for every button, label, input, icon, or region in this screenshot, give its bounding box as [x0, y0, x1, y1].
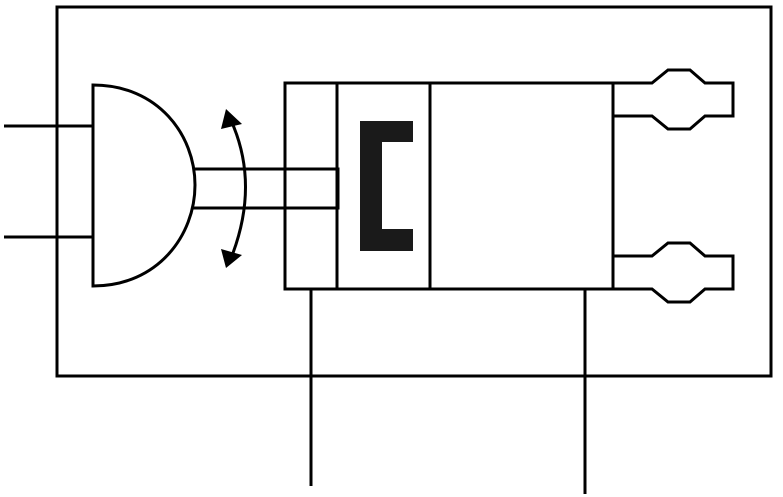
bracket-block	[360, 121, 413, 251]
connector-bottom	[613, 241, 735, 304]
shaft	[178, 167, 340, 210]
enclosure	[55, 5, 773, 378]
half-disc	[91, 83, 197, 288]
arrowhead-down-icon	[221, 249, 242, 268]
body-section-middle	[335, 81, 432, 291]
arrowhead-up-icon	[221, 109, 242, 129]
connector-top	[613, 68, 735, 131]
main-body	[283, 81, 615, 291]
body-section-right	[428, 81, 615, 291]
rotation-arrow	[221, 109, 247, 268]
